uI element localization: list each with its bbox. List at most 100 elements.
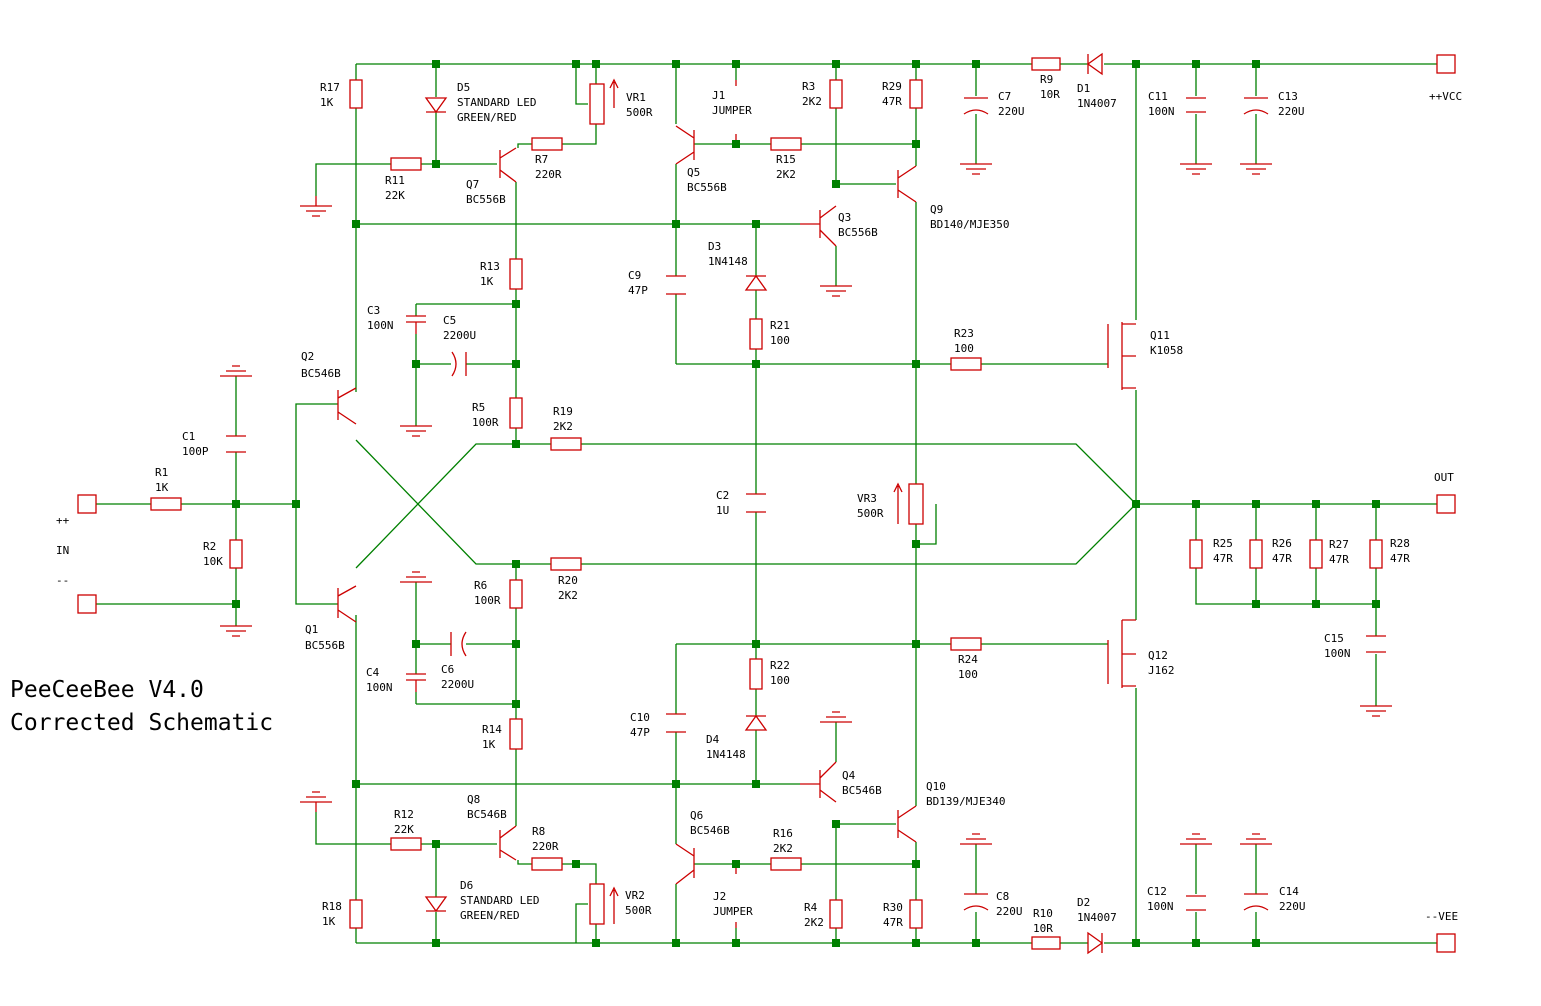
component-label: Q7 (466, 178, 479, 191)
component-label: 47R (1272, 552, 1292, 565)
ground-symbol (960, 833, 992, 845)
component-label: 2200U (441, 678, 474, 691)
component-label: 47P (630, 726, 650, 739)
component-label: D6 (460, 879, 473, 892)
component-label: Q1 (305, 623, 318, 636)
component-label: R14 (482, 723, 502, 736)
capacitor-c13 (1243, 97, 1269, 115)
component-label: STANDARD LED (460, 894, 539, 907)
component-label: 2K2 (776, 168, 796, 181)
resistor-r27 (1309, 539, 1323, 569)
ground-symbol (220, 625, 252, 637)
component-label: 2K2 (773, 842, 793, 855)
diode-d2 (1087, 931, 1104, 955)
resistor-r5 (509, 397, 523, 429)
ground-symbol (220, 365, 252, 377)
component-label: 1N4148 (706, 748, 746, 761)
component-label: BC556B (838, 226, 878, 239)
component-label: R27 (1329, 538, 1349, 551)
component-label: BC546B (467, 808, 507, 821)
component-label: C10 (630, 711, 650, 724)
component-label: D1 (1077, 82, 1090, 95)
component-label: R10 (1033, 907, 1053, 920)
component-label: 220U (1278, 105, 1305, 118)
potentiometer-vr2 (589, 883, 605, 925)
component-label: R24 (958, 653, 978, 666)
component-label: 2200U (443, 329, 476, 342)
component-label: R25 (1213, 537, 1233, 550)
component-label: R1 (155, 466, 168, 479)
junction-dots (232, 60, 1380, 947)
component-label: D4 (706, 733, 720, 746)
component-label: BD140/MJE350 (930, 218, 1009, 231)
component-label: 220U (996, 905, 1023, 918)
resistor-r2 (229, 539, 243, 569)
input-plus-port (77, 494, 97, 514)
component-label: J2 (713, 890, 726, 903)
led-d6 (424, 896, 448, 913)
component-label: 47R (1329, 553, 1349, 566)
component-label: R15 (776, 153, 796, 166)
capacitor-c15 (1366, 635, 1386, 653)
resistor-r21 (749, 318, 763, 350)
component-label: R20 (558, 574, 578, 587)
component-label: C8 (996, 890, 1009, 903)
resistor-r17 (349, 79, 363, 109)
component-label: 47R (1390, 552, 1410, 565)
resistor-r14 (509, 718, 523, 750)
component-label: C6 (441, 663, 454, 676)
component-label: R29 (882, 80, 902, 93)
resistor-r22 (749, 658, 763, 690)
capacitor-c1 (226, 435, 246, 453)
component-label: K1058 (1150, 344, 1183, 357)
ground-symbol (820, 285, 852, 297)
component-label: 1N4007 (1077, 97, 1117, 110)
component-label: 100R (474, 594, 501, 607)
transistor-q3 (819, 205, 837, 247)
resistor-r26 (1249, 539, 1263, 569)
resistor-r29 (909, 79, 923, 109)
vee-port (1436, 933, 1456, 953)
component-label: 100N (1324, 647, 1351, 660)
ground-symbol (400, 425, 432, 437)
component-label: D5 (457, 81, 470, 94)
component-label: 100N (366, 681, 393, 694)
component-label: C14 (1279, 885, 1299, 898)
resistor-r30 (909, 899, 923, 929)
component-label: 220U (1279, 900, 1306, 913)
in-minus-label: -- (56, 574, 69, 587)
component-label: 47P (628, 284, 648, 297)
ground-symbol (1240, 163, 1272, 175)
capacitor-c6 (450, 631, 467, 657)
ground-symbol (400, 571, 432, 583)
component-label: 500R (625, 904, 652, 917)
component-label: 220R (532, 840, 559, 853)
potentiometer-vr1 (589, 83, 605, 125)
component-label: R4 (804, 901, 818, 914)
capacitor-c9 (666, 275, 686, 295)
component-label: C3 (367, 304, 380, 317)
transistor-q4 (819, 761, 837, 803)
component-label: 1K (480, 275, 494, 288)
component-label: R21 (770, 319, 790, 332)
vee-label: --VEE (1425, 910, 1458, 923)
component-label: JUMPER (712, 104, 752, 117)
text-labels: PeeCeeBee V4.0 Corrected Schematic ++ IN… (10, 73, 1462, 935)
in-plus-label: ++ (56, 514, 70, 527)
component-label: Q2 (301, 350, 314, 363)
resistor-r4 (829, 899, 843, 929)
transistor-q7 (499, 147, 517, 183)
resistor-r3 (829, 79, 843, 109)
component-label: 100 (958, 668, 978, 681)
diode-d1 (1086, 52, 1103, 76)
capacitor-c10 (666, 713, 686, 733)
resistor-r25 (1189, 539, 1203, 569)
component-label: 100N (1148, 105, 1175, 118)
component-label: Q12 (1148, 649, 1168, 662)
component-label: VR2 (625, 889, 645, 902)
resistor-r1 (150, 497, 182, 511)
capacitor-c7 (963, 97, 989, 115)
component-label: 22K (394, 823, 414, 836)
component-label: 100N (1147, 900, 1174, 913)
